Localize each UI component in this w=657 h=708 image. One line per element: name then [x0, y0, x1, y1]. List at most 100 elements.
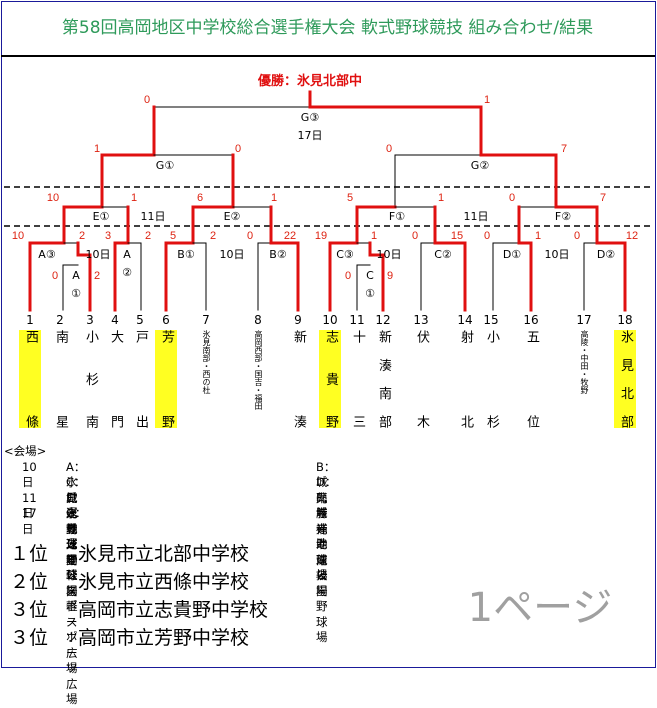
venue: E：氷見運動公園軽スポーツ広場: [66, 490, 85, 707]
page-frame: [1, 1, 656, 668]
team-name: 高陵・中田・牧野: [580, 330, 589, 394]
match-label: G③: [301, 111, 320, 124]
school: 氷見市立西條中学校: [78, 571, 250, 593]
score: 1: [484, 94, 490, 106]
venue-day: 17日: [22, 506, 37, 536]
score: 2: [79, 230, 85, 242]
title-divider: [1, 55, 655, 57]
team-name: 氷見北部: [614, 330, 636, 428]
score: 2: [94, 270, 100, 282]
team-name: 戸出: [133, 330, 148, 428]
rank: ２位: [10, 571, 49, 593]
team-number: 3: [86, 313, 94, 327]
team-number: 9: [294, 313, 302, 327]
result-row: ２位 氷見市立西條中学校: [10, 568, 410, 596]
match-label: C②: [434, 248, 452, 261]
score: 7: [600, 192, 606, 204]
school: 氷見市立北部中学校: [78, 543, 250, 565]
match-date: 17日: [298, 129, 323, 142]
team-number: 5: [136, 313, 144, 327]
match-label: G①: [156, 159, 175, 172]
team-number: 7: [202, 313, 210, 327]
result-row: １位氷見市立北部中学校: [10, 540, 410, 568]
team-name: 氷見南部・西の杜: [202, 330, 211, 394]
match-label: ①: [71, 287, 81, 300]
score: 22: [284, 230, 296, 242]
match-label: ①: [365, 287, 375, 300]
score: 9: [387, 270, 393, 282]
team-number: 17: [576, 313, 592, 327]
score: 1: [371, 230, 377, 242]
score: 1: [131, 192, 137, 204]
score: 7: [561, 143, 567, 155]
score: 0: [52, 270, 58, 282]
result-row: ３位 高岡市立芳野中学校: [10, 624, 410, 652]
bracket: 優勝：氷見北部中 0 1 G③ 17日 1 0 G① 0 7 G② 10 1 E…: [4, 73, 653, 312]
score: 0: [484, 230, 490, 242]
match-label: A: [123, 248, 131, 261]
team-name: 五位: [524, 330, 539, 428]
venue-row: 17日 G：城光寺球場: [4, 506, 86, 598]
champion-label: 優勝：氷見北部中: [257, 73, 362, 89]
team-number: 11: [349, 313, 365, 327]
team-number: 1: [26, 313, 34, 327]
match-label: D①: [503, 248, 521, 261]
team-name: 芳野: [155, 330, 177, 428]
match-date: 10日: [545, 248, 570, 261]
rank: ３位: [10, 599, 49, 621]
score: 19: [315, 230, 327, 242]
team-number: 13: [413, 313, 429, 327]
match-label: G②: [471, 159, 490, 172]
rank: ３位: [10, 627, 49, 649]
team-name: 伏木: [414, 330, 429, 428]
score: 0: [509, 192, 515, 204]
score: 0: [412, 230, 418, 242]
match-label: D②: [597, 248, 615, 261]
match-label: B②: [269, 248, 287, 261]
match-label: C③: [336, 248, 354, 261]
match-label: E①: [93, 210, 110, 223]
score: 10: [47, 192, 59, 204]
match-label: F①: [389, 210, 405, 223]
team-name: 新湊南部: [376, 330, 391, 428]
school: 高岡市立芳野中学校: [78, 627, 250, 649]
team-name: 南星: [53, 330, 68, 428]
team-number: 16: [523, 313, 539, 327]
venue-heading: <会場>: [4, 444, 47, 458]
watermark: 1ページ: [467, 585, 613, 631]
team-name: 高岡西部・国吉・福田: [254, 330, 263, 410]
team-number: 2: [56, 313, 64, 327]
score: 5: [347, 192, 353, 204]
score: 3: [105, 230, 111, 242]
team-number: 15: [483, 313, 499, 327]
team-name: 志貴野: [319, 330, 341, 428]
venue: G：城光寺球場: [66, 506, 87, 598]
score: 0: [345, 270, 351, 282]
score: 0: [247, 230, 253, 242]
team-number: 18: [617, 313, 633, 327]
score: 6: [197, 192, 203, 204]
score: 0: [574, 230, 580, 242]
match-label: B①: [177, 248, 195, 261]
score: 1: [535, 230, 541, 242]
score: 12: [626, 230, 638, 242]
match-label: F②: [555, 210, 571, 223]
team-name: 西條: [19, 330, 41, 428]
venue: F：城光寺球場: [316, 490, 335, 583]
score: 10: [12, 230, 24, 242]
final-results: １位氷見市立北部中学校 ２位氷見市立西條中学校 ３位高岡市立志貴野中学校 ３位高…: [10, 540, 410, 652]
score: 2: [210, 230, 216, 242]
venue: D：薬勝寺池南公園野球場: [316, 475, 337, 644]
match-date: 10日: [377, 248, 402, 261]
score: 0: [386, 143, 392, 155]
venue: B：城光寺補助競技場: [316, 459, 336, 598]
team-number: 14: [457, 313, 473, 327]
score: 1: [271, 192, 277, 204]
match-label: ②: [122, 266, 132, 279]
score: 1: [438, 192, 444, 204]
team-number: 8: [254, 313, 262, 327]
match-date: 10日: [86, 248, 111, 261]
